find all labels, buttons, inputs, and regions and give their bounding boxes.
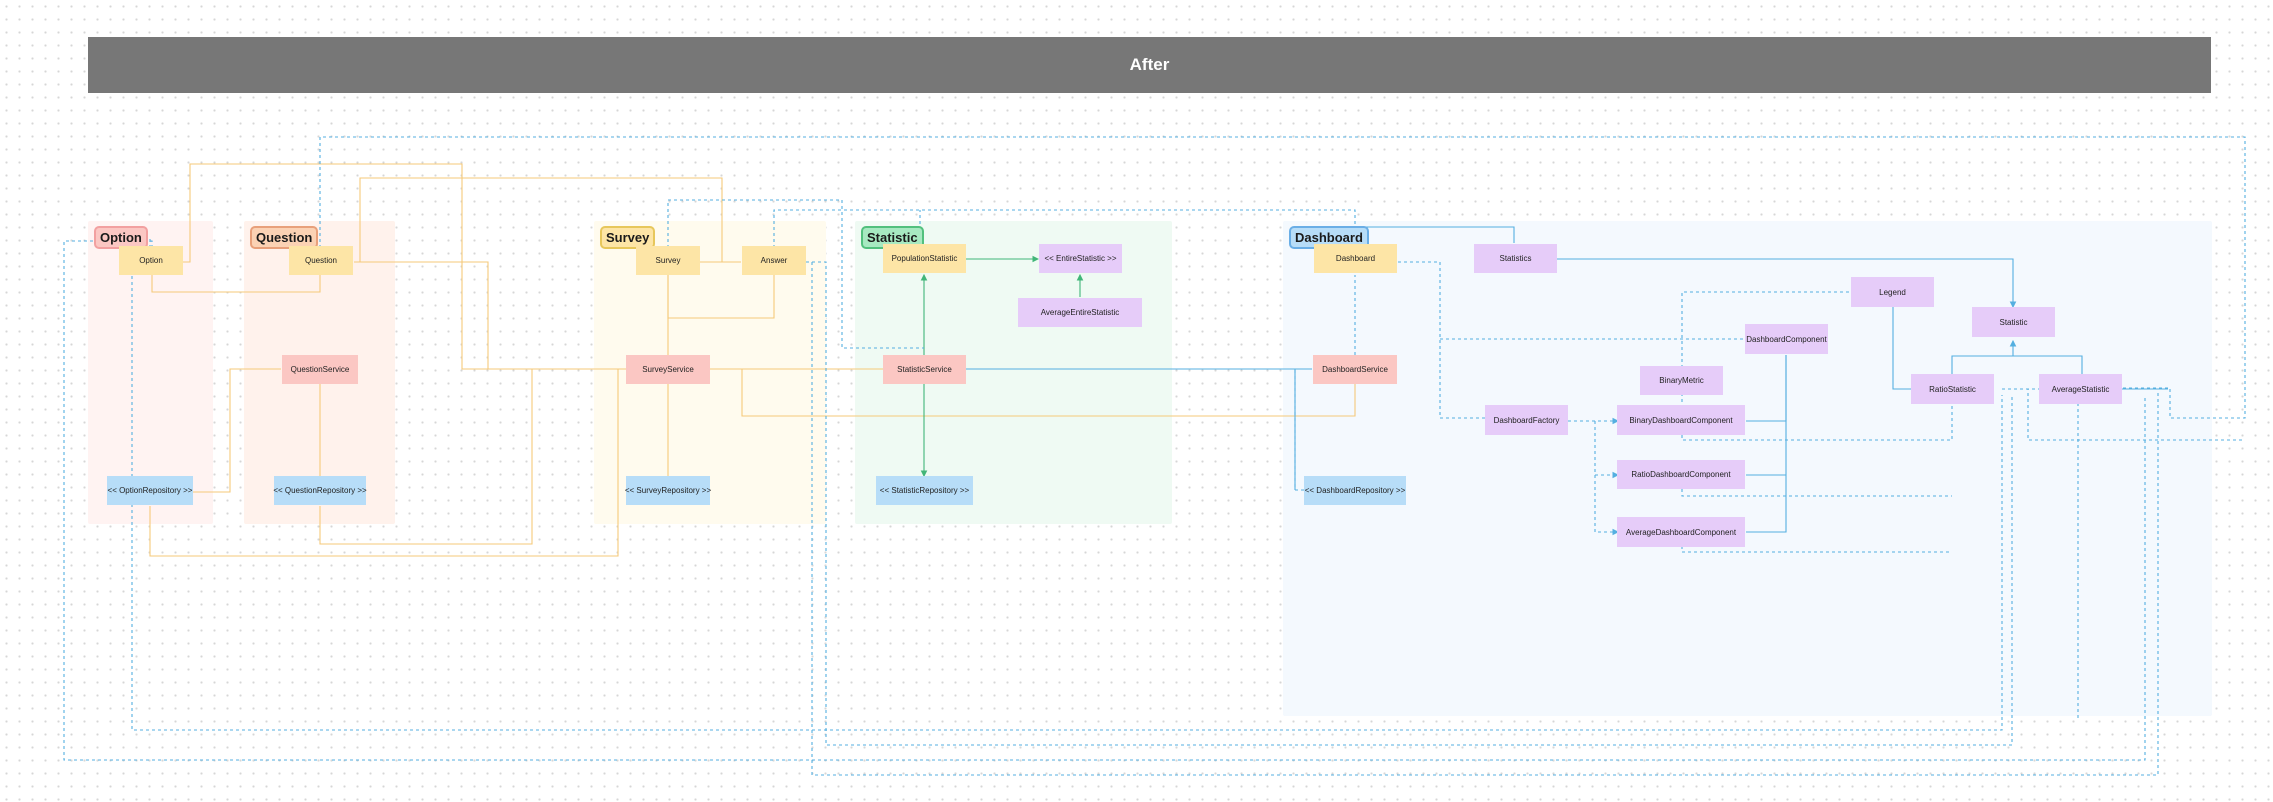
node-question[interactable]: Question xyxy=(289,246,353,275)
group-label-dashboard: Dashboard xyxy=(1289,226,1369,249)
node-entire-statistic[interactable]: << EntireStatistic >> xyxy=(1039,244,1122,273)
node-dashboard-repository[interactable]: << DashboardRepository >> xyxy=(1304,476,1406,505)
node-ratio-dashboard-component[interactable]: RatioDashboardComponent xyxy=(1617,460,1745,489)
node-average-entire-statistic[interactable]: AverageEntireStatistic xyxy=(1018,298,1142,327)
node-legend[interactable]: Legend xyxy=(1851,277,1934,307)
node-question-service[interactable]: QuestionService xyxy=(282,355,358,384)
group-dashboard xyxy=(1283,221,2212,716)
node-survey-repository[interactable]: << SurveyRepository >> xyxy=(625,476,711,505)
page-title: After xyxy=(1129,55,1170,74)
group-label-question: Question xyxy=(250,226,319,249)
group-label-survey: Survey xyxy=(600,226,656,249)
node-dashboard-factory[interactable]: DashboardFactory xyxy=(1485,405,1568,435)
node-statistic[interactable]: Statistic xyxy=(1972,307,2055,337)
node-dashboard-service[interactable]: DashboardService xyxy=(1313,355,1397,384)
node-answer[interactable]: Answer xyxy=(742,246,806,275)
node-question-repository[interactable]: << QuestionRepository >> xyxy=(273,476,367,505)
node-statistic-repository[interactable]: << StatisticRepository >> xyxy=(876,476,973,505)
page-title-banner: After xyxy=(88,37,2211,93)
node-binary-dashboard-component[interactable]: BinaryDashboardComponent xyxy=(1617,405,1745,435)
node-population-statistic[interactable]: PopulationStatistic xyxy=(883,244,966,273)
node-option-repository[interactable]: << OptionRepository >> xyxy=(107,476,193,505)
node-dashboard-component[interactable]: DashboardComponent xyxy=(1745,324,1828,354)
node-survey-service[interactable]: SurveyService xyxy=(626,355,710,384)
node-ratio-statistic[interactable]: RatioStatistic xyxy=(1911,374,1994,404)
node-statistics[interactable]: Statistics xyxy=(1474,244,1557,273)
node-average-dashboard-component[interactable]: AverageDashboardComponent xyxy=(1617,517,1745,547)
node-dashboard[interactable]: Dashboard xyxy=(1314,244,1397,273)
node-average-statistic[interactable]: AverageStatistic xyxy=(2039,374,2122,404)
group-label-option: Option xyxy=(94,226,148,249)
node-statistic-service[interactable]: StatisticService xyxy=(883,355,966,384)
node-option[interactable]: Option xyxy=(119,246,183,275)
node-binary-metric[interactable]: BinaryMetric xyxy=(1640,366,1723,395)
node-survey[interactable]: Survey xyxy=(636,246,700,275)
